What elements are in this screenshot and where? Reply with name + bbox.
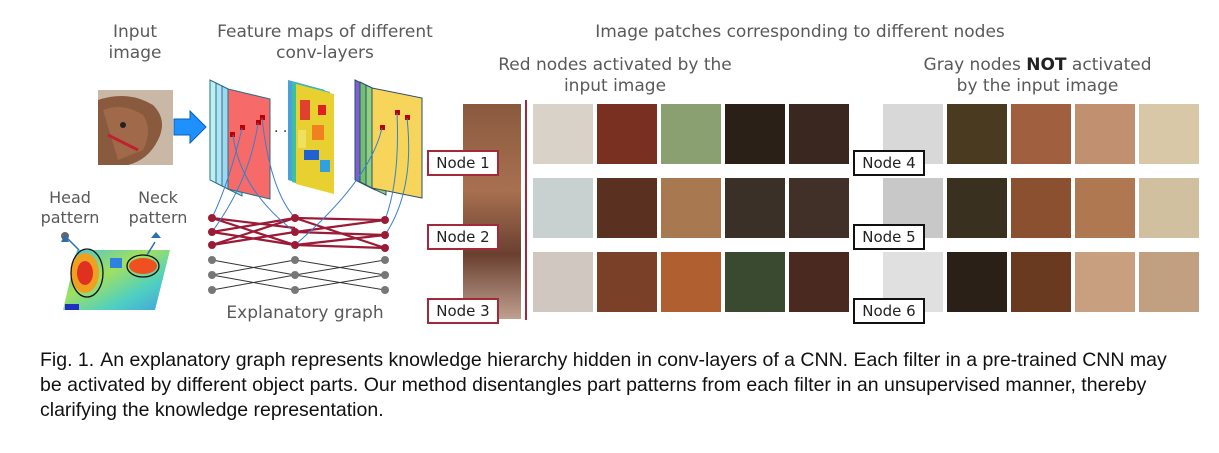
feature-stack-3	[354, 79, 423, 199]
separator-line	[525, 100, 527, 320]
node-1-label: Node 1	[427, 150, 499, 176]
neck-pattern-label: Neck pattern	[128, 188, 188, 227]
node-6-label: Node 6	[853, 298, 925, 324]
patch-grid-gray	[883, 104, 1203, 320]
feature-stack-1	[209, 79, 271, 200]
node-5-label: Node 5	[853, 224, 925, 250]
input-image-label: Input image	[108, 22, 162, 63]
graph-red-edges	[211, 216, 386, 250]
caption-text: An explanatory graph represents knowledg…	[40, 349, 1167, 421]
feature-maps-graph: · · ·	[208, 79, 423, 294]
graph-links	[211, 112, 410, 246]
explanatory-graph-label: Explanatory graph	[226, 303, 384, 323]
head-pattern-label: Head pattern	[40, 188, 100, 227]
node-4-label: Node 4	[853, 150, 925, 176]
input-image-column	[463, 104, 521, 319]
feature-maps-label: Feature maps of different conv-layers	[217, 22, 433, 63]
figure-label: Fig. 1.	[40, 349, 95, 371]
graph-gray-nodes	[208, 256, 389, 294]
figure-caption: Fig. 1.An explanatory graph represents k…	[40, 348, 1190, 423]
feature-stack-2	[288, 80, 334, 194]
gray-nodes-label: Gray nodes NOT activated by the input im…	[923, 55, 1152, 96]
graph-red-nodes	[208, 214, 389, 252]
graph-gray-edges	[211, 259, 386, 291]
patches-title: Image patches corresponding to different…	[595, 22, 1005, 42]
node-3-label: Node 3	[427, 298, 499, 324]
arrow-icon	[173, 110, 207, 144]
patch-grid-red	[533, 104, 853, 320]
red-nodes-label: Red nodes activated by the input image	[498, 55, 732, 96]
node-2-label: Node 2	[427, 224, 499, 250]
heatmap-pattern	[61, 232, 170, 310]
input-image	[98, 90, 173, 165]
